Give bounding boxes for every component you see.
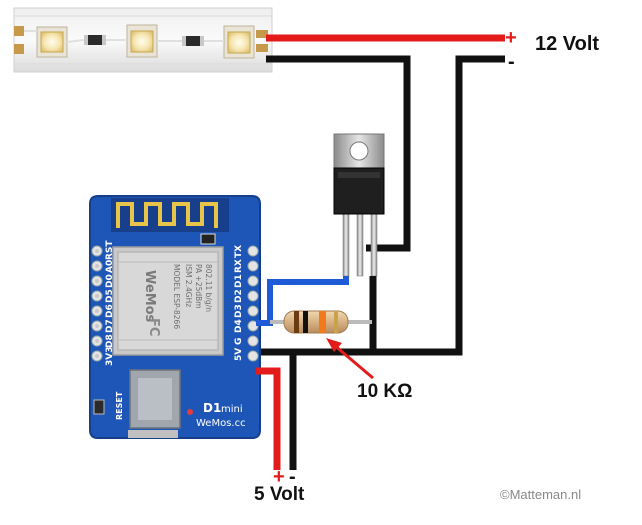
supply-12v-label: 12 Volt [535, 33, 600, 55]
pin-label: RX [234, 259, 244, 273]
board-name: D1 [203, 401, 221, 415]
module-brand: WeMos [142, 270, 157, 323]
reset-button [93, 399, 105, 415]
module-wifi: 802.11 b/g/n [204, 264, 213, 312]
led-strip [13, 7, 273, 73]
mosfet-transistor [333, 133, 385, 277]
wire-strip-negative-to-mosfet-drain [266, 55, 411, 252]
module-pa: PA +25dBm [194, 264, 203, 309]
resistor-value-label: 10 KΩ [357, 381, 413, 402]
pin-label: D5 [105, 289, 115, 303]
pin-label: G [234, 338, 244, 345]
plus-sign-12v: + [505, 27, 517, 49]
pin-label: TX [234, 245, 244, 258]
pin-label: A0 [105, 260, 115, 273]
minus-sign-12v: - [508, 51, 515, 73]
right-pin-header [247, 245, 259, 362]
d1-mini-board: WeMos MODEL ESP-8266 ISM 2.4GHz PA +25dB… [89, 195, 261, 439]
wire-12v-ground [256, 55, 505, 356]
pin-label: D3 [234, 304, 244, 318]
pin-label: 3V3 [105, 347, 115, 367]
pin-label: D0 [105, 274, 115, 288]
module-model: MODEL ESP-8266 [172, 264, 181, 329]
pin-label: D4 [234, 319, 244, 333]
antenna-trace [111, 198, 229, 232]
wire-d3-to-gate [256, 276, 349, 326]
pin-label: 5V [234, 348, 244, 361]
copyright-label: ©Matteman.nl [500, 487, 582, 502]
pin-label: D6 [105, 304, 115, 318]
smd-resistor [84, 35, 106, 45]
board-site: WeMos.cc [196, 418, 246, 429]
pin-label: D8 [105, 334, 115, 348]
supply-5v-label: 5 Volt [254, 484, 305, 505]
pulldown-resistor [270, 310, 372, 334]
minus-sign-5v: - [289, 466, 296, 488]
right-pin-labels: TX RX D1 D2 D3 D4 G 5V [234, 245, 244, 361]
led-chip [223, 25, 255, 59]
board-variant: mini [221, 404, 243, 415]
smd-resistor [182, 36, 204, 46]
pin-label: D7 [105, 319, 115, 333]
plus-sign-5v: + [273, 466, 285, 488]
led-chip [126, 24, 158, 58]
resistor-pointer-arrow [326, 338, 374, 380]
fcc-logo: FC [146, 318, 161, 336]
pin-label: D1 [234, 274, 244, 288]
svg-text:FC: FC [146, 318, 161, 336]
reset-label: RESET [115, 391, 124, 420]
module-ism: ISM 2.4GHz [184, 264, 193, 307]
esp8266-module: WeMos MODEL ESP-8266 ISM 2.4GHz PA +25dB… [112, 246, 224, 356]
left-pin-labels: RST A0 D0 D5 D6 D7 D8 3V3 [105, 240, 115, 366]
pin-label: RST [105, 240, 115, 260]
pin-label: D2 [234, 289, 244, 303]
usb-connector [129, 369, 181, 429]
led-chip [36, 26, 68, 58]
wire-5v-positive [256, 367, 281, 470]
